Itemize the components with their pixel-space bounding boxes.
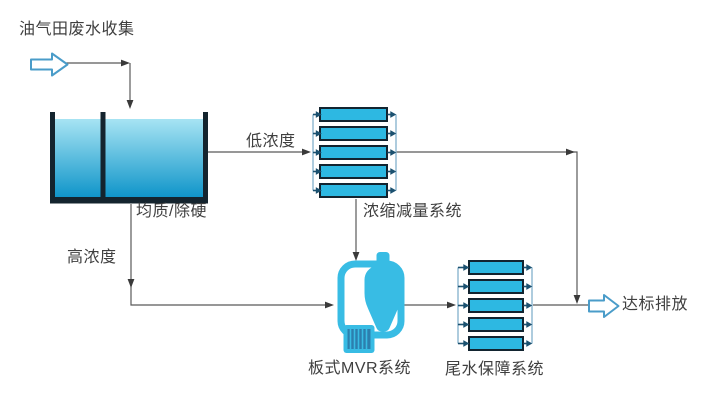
tank-wall-left (50, 112, 55, 200)
flow-connectors (64, 59, 588, 309)
membrane-module (468, 260, 524, 275)
concentration-system-icon (312, 107, 398, 198)
membrane-module (468, 336, 524, 351)
membrane-module (319, 107, 388, 122)
membrane-module (468, 298, 524, 313)
low-concentration-label: 低浓度 (246, 133, 296, 150)
high-concentration-label: 高浓度 (67, 249, 117, 266)
arrowhead (573, 295, 581, 304)
membrane-module (468, 317, 524, 332)
outlet-arrow-icon (588, 294, 620, 318)
membrane-module (319, 183, 388, 198)
equalization-tank-icon (50, 112, 208, 204)
arrowhead (127, 279, 135, 288)
equalization-tank-label: 均质/除硬 (136, 203, 207, 220)
heat-exchanger-block (343, 325, 375, 353)
tank-water (53, 119, 206, 198)
membrane-module (468, 279, 524, 294)
discharge-label: 达标排放 (622, 296, 689, 313)
arrowhead (352, 252, 360, 261)
arrowhead (566, 148, 575, 156)
arrowhead (325, 301, 334, 309)
source-label: 油气田废水收集 (19, 21, 135, 38)
tank-wall-right (203, 112, 208, 200)
membrane-module (319, 164, 388, 179)
arrowhead (302, 148, 311, 156)
mvr-system-label: 板式MVR系统 (308, 360, 412, 377)
tailwater-system-label: 尾水保障系统 (445, 361, 545, 378)
arrowhead (126, 100, 134, 109)
concentration-system-label: 浓缩减量系统 (363, 203, 463, 220)
tank-floor (50, 197, 208, 204)
inlet-arrow-icon (30, 52, 69, 77)
separator-vessel (364, 252, 402, 332)
arrowhead (447, 301, 456, 309)
bypass-line (396, 151, 578, 296)
high-concentration-line (130, 204, 326, 306)
arrowhead (121, 59, 130, 67)
membrane-module (319, 145, 388, 160)
membrane-module (319, 126, 388, 141)
mvr-evaporator-icon (337, 252, 405, 353)
tank-divider (100, 112, 106, 200)
tailwater-system-icon (457, 260, 534, 351)
